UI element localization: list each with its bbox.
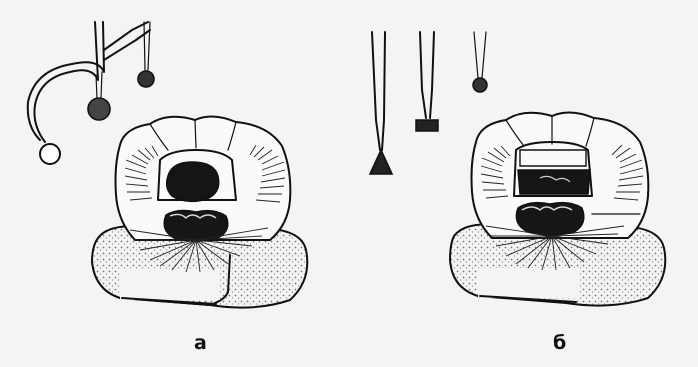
filling-material-b — [518, 170, 590, 194]
figure-a — [28, 22, 308, 308]
curved-instrument-shank-outer — [28, 22, 104, 140]
figure-label-b: б — [553, 334, 566, 353]
small-ball-burnisher — [138, 71, 154, 87]
instruments-b — [370, 32, 487, 174]
ball-burnisher-b — [473, 78, 487, 92]
rectangular-condenser — [416, 120, 438, 131]
triangular-condenser — [370, 150, 392, 174]
figure-b — [370, 32, 665, 306]
ring-tip-instrument — [40, 144, 60, 164]
large-ball-burnisher — [88, 98, 110, 120]
filling-material-a — [167, 162, 219, 201]
figure-label-a: а — [194, 334, 207, 353]
filling-upper-layer-b — [520, 150, 586, 166]
curved-instrument-shank — [34, 22, 98, 142]
